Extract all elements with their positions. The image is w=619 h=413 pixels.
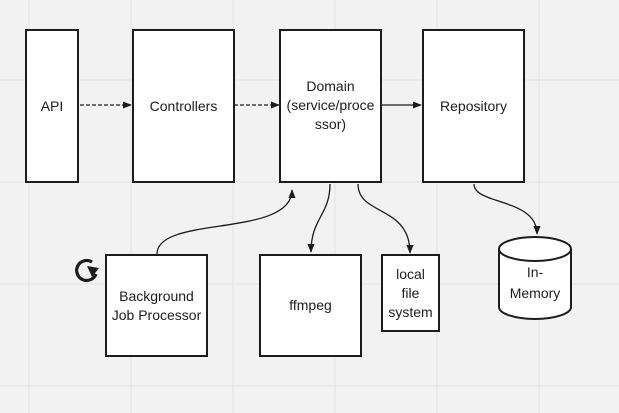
background-job-label: Background Job Processor xyxy=(111,287,202,323)
edge-repository-to-in-memory xyxy=(473,183,541,235)
ffmpeg-label: ffmpeg xyxy=(289,297,332,313)
repository-label: Repository xyxy=(440,97,507,114)
local-fs-node: local file system xyxy=(381,254,440,332)
background-job-node: Background Job Processor xyxy=(105,254,208,357)
controllers-label: Controllers xyxy=(149,97,218,114)
edge-domain-to-local-fs xyxy=(357,183,414,254)
domain-label: Domain (service/proce ssor) xyxy=(286,78,375,132)
ffmpeg-node: ffmpeg xyxy=(259,254,362,357)
in-memory-cylinder xyxy=(498,236,572,320)
domain-node: Domain (service/proce ssor) xyxy=(279,29,382,183)
api-label: API xyxy=(40,97,64,114)
in-memory-label: In- Memory xyxy=(509,264,561,301)
edge-domain-to-ffmpeg xyxy=(307,183,331,253)
controllers-node: Controllers xyxy=(132,29,235,183)
api-node: API xyxy=(25,29,79,183)
local-fs-label: local file system xyxy=(388,265,433,320)
edge-background-job-to-domain xyxy=(156,189,296,255)
repository-node: Repository xyxy=(422,29,525,183)
refresh-icon xyxy=(75,258,99,283)
